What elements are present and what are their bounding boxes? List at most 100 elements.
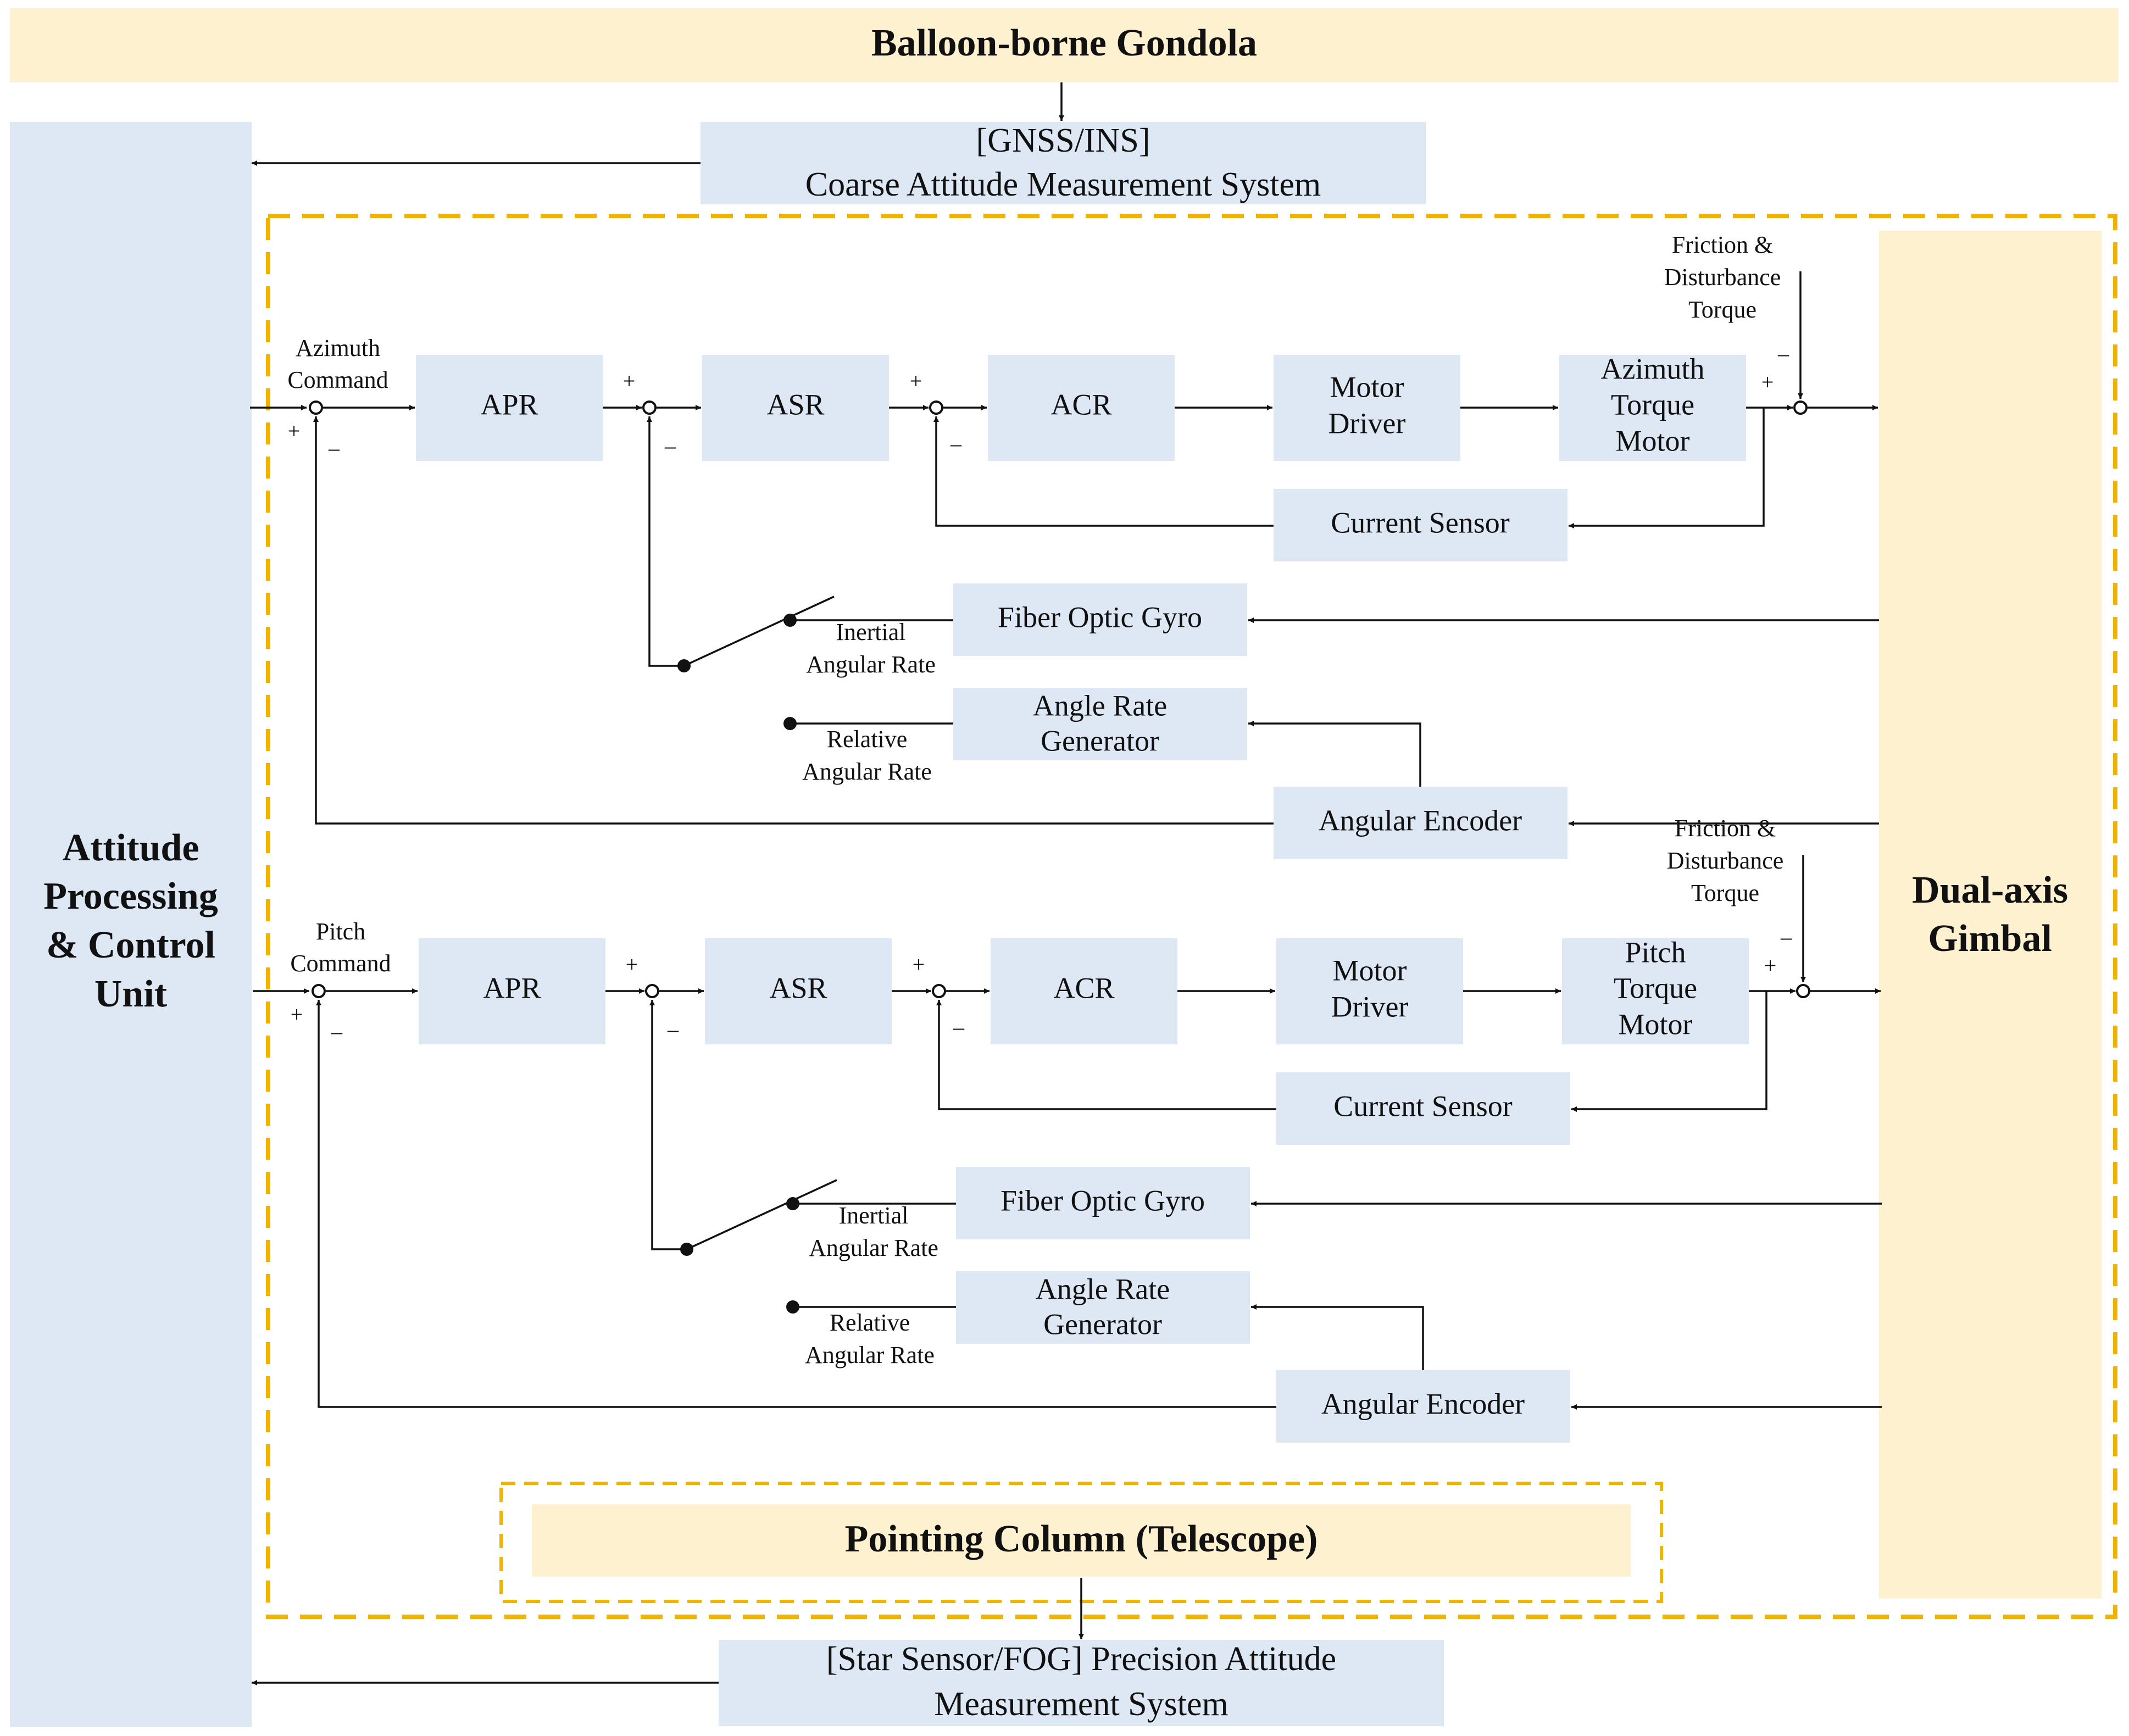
azimuth-torque-motor-label-2: Torque <box>1611 388 1694 421</box>
azimuth-motor-driver-label-2: Driver <box>1328 407 1406 439</box>
pitch-position-summing-junction <box>312 984 326 998</box>
azimuth-disturbance-label-2: Disturbance <box>1664 264 1781 291</box>
azimuth-torque-motor-label-3: Motor <box>1616 424 1690 457</box>
azimuth-acr-block <box>988 355 1175 461</box>
azimuth-current-summing-junction <box>929 400 943 415</box>
pitch-sum2-minus-sign: – <box>667 1017 679 1042</box>
pitch-angle-rate-generator-label-1: Angle Rate <box>1036 1272 1170 1305</box>
azimuth-motor-driver-label-1: Motor <box>1330 370 1404 403</box>
pitch-apr-label: APR <box>483 971 541 1004</box>
pitch-relative-rate-label-1: Relative <box>830 1309 910 1336</box>
pitch-encoder-to-arg-arrow <box>1251 1304 1424 1370</box>
pitch-sum1-plus-sign: + <box>291 1002 303 1027</box>
apcu-label-3: & Control <box>46 924 215 966</box>
azimuth-sum3-plus-sign: + <box>910 369 922 393</box>
azimuth-control-loop: APR ASR ACR Motor Driver Azimuth Torque … <box>250 231 1879 859</box>
pitch-rate-summing-junction <box>645 984 659 998</box>
pitch-angular-encoder-label: Angular Encoder <box>1321 1387 1525 1420</box>
azimuth-torque-motor-label-1: Azimuth <box>1601 352 1705 385</box>
azimuth-relative-rate-label-2: Angular Rate <box>802 758 932 785</box>
gimbal-loop-boundary <box>266 214 2117 1619</box>
azimuth-relative-rate-contact <box>783 717 797 730</box>
pointing-column-title: Pointing Column (Telescope) <box>845 1518 1318 1560</box>
azimuth-rate-summing-junction <box>642 400 657 415</box>
pitch-motor-driver-label-2: Driver <box>1331 990 1409 1023</box>
azimuth-relative-rate-label-1: Relative <box>827 726 908 753</box>
azimuth-asr-block <box>702 355 889 461</box>
azimuth-torque-motor-block <box>1559 355 1746 461</box>
pitch-torque-motor-label-2: Torque <box>1614 971 1697 1004</box>
pitch-asr-label: ASR <box>769 971 827 1004</box>
azimuth-switch-pivot <box>677 659 691 672</box>
pitch-fiber-optic-gyro-label: Fiber Optic Gyro <box>1000 1184 1205 1217</box>
pitch-sum4-minus-sign: – <box>1780 925 1792 949</box>
pitch-torque-motor-label-3: Motor <box>1619 1008 1693 1041</box>
pitch-angle-rate-generator-label-2: Generator <box>1043 1307 1162 1340</box>
azimuth-angle-rate-generator-label-1: Angle Rate <box>1033 689 1167 722</box>
azimuth-fiber-optic-gyro-label: Fiber Optic Gyro <box>998 600 1202 633</box>
azimuth-fiber-optic-gyro-block <box>953 583 1247 656</box>
azimuth-current-sensor-block <box>1274 489 1567 561</box>
pitch-acr-block <box>991 938 1177 1044</box>
pitch-motor-driver-block <box>1276 938 1463 1044</box>
gondola-block: Balloon-borne Gondola <box>10 8 2119 82</box>
gimbal-block: Dual-axis Gimbal <box>1879 231 2102 1599</box>
azimuth-current-feedback-to-sum3-arrow <box>933 416 1274 527</box>
azimuth-sum3-minus-sign: – <box>950 431 962 456</box>
pitch-sum3-plus-sign: + <box>913 952 925 977</box>
pitch-relative-rate-contact <box>786 1300 799 1314</box>
azimuth-inertial-rate-label-1: Inertial <box>836 619 905 646</box>
pitch-current-feedback-to-sum3-arrow <box>936 1000 1276 1110</box>
pitch-angular-encoder-block <box>1276 1370 1570 1443</box>
pitch-position-feedback-to-sum1-arrow <box>316 1000 1276 1408</box>
azimuth-inertial-rate-label-2: Angular Rate <box>806 651 936 678</box>
azimuth-disturbance-label-3: Torque <box>1688 296 1756 323</box>
gimbal-label-2: Gimbal <box>1928 917 2052 960</box>
pitch-acr-label: ACR <box>1053 971 1114 1004</box>
azimuth-motor-driver-block <box>1274 355 1460 461</box>
pitch-sum4-plus-sign: + <box>1764 953 1777 978</box>
azimuth-angular-encoder-block <box>1274 787 1567 859</box>
pitch-rate-selector-switch <box>686 1179 837 1250</box>
coarse-attitude-block: [GNSS/INS] Coarse Attitude Measurement S… <box>701 122 1426 204</box>
pitch-asr-block <box>705 938 892 1044</box>
apcu-label-1: Attitude <box>63 827 199 869</box>
pitch-current-sensor-label: Current Sensor <box>1333 1089 1512 1122</box>
pitch-disturbance-label-2: Disturbance <box>1667 847 1784 874</box>
coarse-attitude-line-2: Coarse Attitude Measurement System <box>805 166 1321 203</box>
azimuth-sum2-plus-sign: + <box>623 369 636 393</box>
azimuth-rate-selector-switch <box>683 596 835 667</box>
pitch-current-sensor-block <box>1276 1072 1570 1145</box>
pitch-fiber-optic-gyro-block <box>956 1167 1250 1239</box>
azimuth-angle-rate-generator-block <box>953 688 1247 760</box>
azimuth-apr-block <box>416 355 603 461</box>
pitch-control-loop: APR ASR ACR Motor Driver Pitch Torque Mo… <box>253 815 1882 1443</box>
pitch-motor-current-feedback-arrow <box>1571 991 1767 1112</box>
pitch-torque-summing-junction <box>1796 984 1810 998</box>
azimuth-position-feedback-to-sum1-arrow <box>313 416 1274 825</box>
pitch-command-label-2: Command <box>290 950 391 977</box>
azimuth-sum1-minus-sign: – <box>328 436 340 460</box>
pitch-apr-block <box>419 938 605 1044</box>
apcu-label-2: Processing <box>43 875 218 917</box>
azimuth-apr-label: APR <box>480 388 538 421</box>
gondola-title: Balloon-borne Gondola <box>871 22 1257 64</box>
pitch-torque-motor-block <box>1562 938 1749 1044</box>
pointing-column-block: Pointing Column (Telescope) <box>532 1504 1631 1577</box>
azimuth-current-sensor-label: Current Sensor <box>1331 506 1509 539</box>
azimuth-disturbance-label-1: Friction & <box>1672 231 1774 258</box>
pitch-command-label-1: Pitch <box>316 918 365 945</box>
azimuth-angle-rate-generator-label-2: Generator <box>1041 724 1159 757</box>
coarse-attitude-line-1: [GNSS/INS] <box>976 122 1150 159</box>
precision-attitude-line-2: Measurement System <box>934 1685 1229 1723</box>
apcu-label-4: Unit <box>95 973 167 1015</box>
azimuth-torque-summing-junction <box>1793 400 1808 415</box>
azimuth-command-label-2: Command <box>287 366 388 393</box>
azimuth-encoder-to-arg-arrow <box>1248 721 1421 787</box>
pitch-disturbance-label-3: Torque <box>1691 880 1759 906</box>
azimuth-sum4-plus-sign: + <box>1761 370 1774 394</box>
azimuth-position-summing-junction <box>309 400 323 415</box>
precision-attitude-block: [Star Sensor/FOG] Precision Attitude Mea… <box>719 1640 1444 1726</box>
pitch-inertial-rate-label-2: Angular Rate <box>809 1234 938 1261</box>
